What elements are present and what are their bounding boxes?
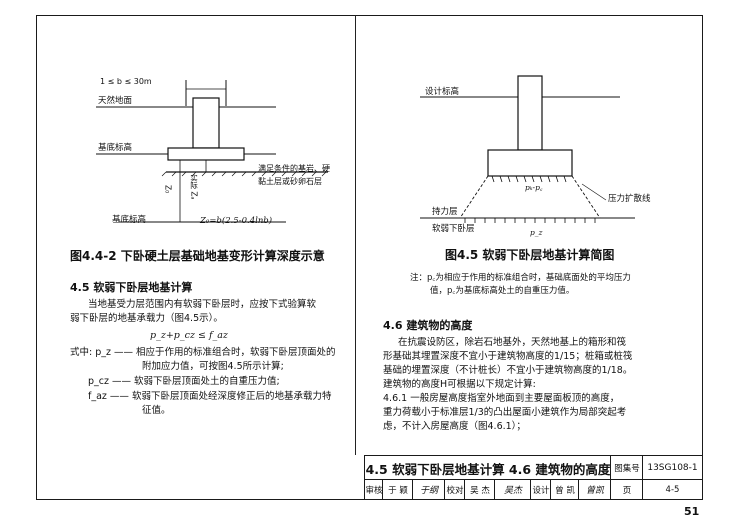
- review-signature: 于纲: [412, 479, 445, 499]
- width-label: 1 ≤ b ≤ 30m: [100, 77, 152, 86]
- design-signature: 曾凯: [578, 479, 611, 499]
- drawing-frame: [36, 15, 703, 500]
- weak-layer-label: 软弱下卧层: [432, 224, 475, 234]
- review-name: 于 颖: [382, 479, 413, 499]
- check-label: 校对: [444, 479, 465, 499]
- atlas-label: 图集号: [610, 455, 643, 480]
- bearing-layer-label: 持力层: [432, 207, 458, 217]
- check-name: 吴 杰: [464, 479, 495, 499]
- natural-ground-label: 天然地面: [98, 96, 133, 106]
- section-4-6-line-1: 在抗震设防区，除岩石地基外，天然地基上的箱形和筏: [398, 337, 627, 348]
- figure-4-5-note-2: 值，p꜀为基底标高处土的自重压力值。: [430, 286, 575, 296]
- section-4-6-line-3: 基础的埋置深度（不计桩长）不宜小于建筑物高度的1/18。: [383, 365, 633, 376]
- check-signature: 吴杰: [494, 479, 531, 499]
- title-block-title: 4.5 软弱下卧层地基计算 4.6 建筑物的高度: [364, 455, 611, 480]
- definition-pz: 式中: p_z —— 相应于作用的标准组合时，软弱下卧层顶面处的: [70, 347, 336, 358]
- definition-pz-cont: 附加应力值，可按图4.5所示计算;: [142, 361, 284, 372]
- section-4-6-line-4: 建筑物的高度H可根据以下规定计算:: [383, 379, 536, 390]
- bottom-base-elevation-label: 基底标高: [112, 215, 147, 225]
- hard-layer-note-1: 满足条件的基岩、硬: [258, 164, 330, 173]
- definition-faz-cont: 征值。: [142, 405, 171, 416]
- base-elevation-label: 基底标高: [98, 143, 133, 153]
- page-label: 页: [610, 479, 643, 499]
- title-block: 4.5 软弱下卧层地基计算 4.6 建筑物的高度 图集号 13SG108-1 审…: [364, 455, 702, 499]
- pressure-spread-label: 压力扩散线: [608, 194, 651, 204]
- definition-pcz: p_cz —— 软弱下卧层顶面处土的自重压力值;: [88, 376, 280, 387]
- page-code: 4-5: [642, 479, 702, 499]
- hard-layer-note-2: 黏土层或砂卵石层: [258, 177, 322, 186]
- section-4-6-line-7: 虑，不计入房屋高度（图4.6.1）；: [383, 421, 526, 432]
- section-4-6-line-6: 重力荷载小于标准层1/3的凸出屋面小建筑作为局部突起考: [383, 407, 627, 418]
- section-4-5-heading: 4.5 软弱下卧层地基计算: [70, 281, 193, 294]
- figure-4-4-2-caption: 图4.4-2 下卧硬土层基础地基变形计算深度示意: [70, 249, 325, 263]
- z0-formula: Z₀=b(2.5-0.4lnb): [200, 216, 273, 226]
- actual-depth-label: 实际 Zₐ: [189, 174, 199, 200]
- section-4-5-para-line-1: 当地基受力层范围内有软弱下卧层时，应按下式验算软: [88, 299, 317, 310]
- atlas-number: 13SG108-1: [642, 455, 702, 480]
- design-label: 设计: [530, 479, 551, 499]
- definition-faz: f_az —— 软弱下卧层顶面处经深度修正后的地基承载力特: [88, 391, 332, 402]
- z0-label: Z₀: [163, 185, 173, 194]
- pz-label: p_z: [530, 228, 543, 237]
- figure-4-4-2-diagram: [96, 80, 328, 223]
- section-4-6-line-2: 形基础其埋置深度不宜小于建筑物高度的1/15；桩箱或桩筏: [383, 351, 633, 362]
- design-name: 曾 凯: [550, 479, 579, 499]
- section-4-5-para-line-2: 弱下卧层的地基承载力（图4.5示）。: [70, 313, 223, 324]
- section-4-6-line-5: 4.6.1 一般房屋高度指室外地面到主要屋面板顶的高度，: [383, 393, 620, 404]
- figure-4-5-caption: 图4.5 软弱下卧层地基计算简图: [445, 248, 615, 262]
- figure-4-5-diagram: [420, 75, 635, 223]
- review-label: 审核: [364, 479, 383, 499]
- figure-4-5-note-1: 注：p꜀为相应于作用的标准组合时，基础底面处的平均压力: [410, 273, 631, 283]
- design-elevation-label: 设计标高: [425, 87, 460, 97]
- column-divider: [355, 15, 356, 455]
- page-number: 51: [684, 505, 700, 518]
- bearing-formula: p_z+p_cz ≤ f_az: [150, 330, 228, 341]
- pk-pc-label: pₖ-p꜀: [525, 183, 543, 192]
- section-4-6-heading: 4.6 建筑物的高度: [383, 319, 473, 332]
